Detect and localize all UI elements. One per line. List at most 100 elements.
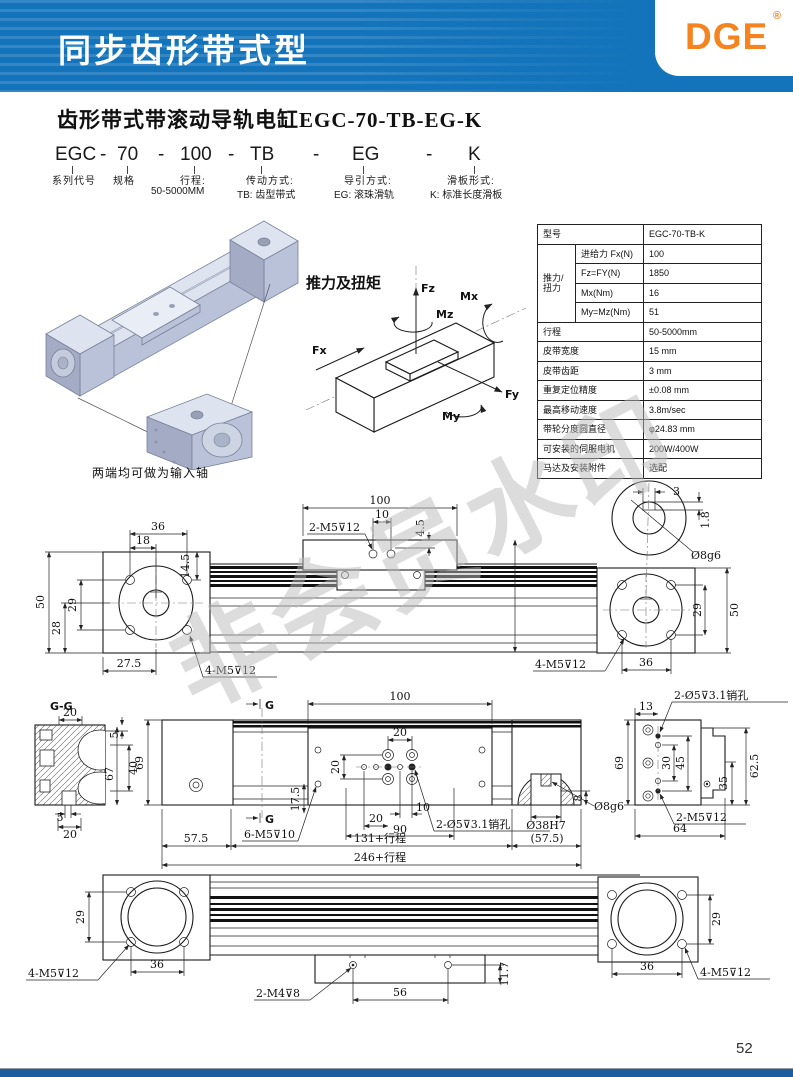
dim-246-stroke: 246+行程 bbox=[354, 851, 406, 864]
end-block-detail bbox=[145, 393, 254, 470]
carriage bbox=[302, 539, 458, 591]
dim-sec-20-top: 20 bbox=[63, 706, 77, 719]
shaft-detail bbox=[611, 480, 694, 597]
dim-4-5: 4.5 bbox=[414, 519, 427, 537]
dim-sec-20-bottom: 20 bbox=[63, 828, 77, 841]
dim-3: 3 bbox=[673, 485, 680, 498]
model-desc-title: 滑板形式: bbox=[447, 176, 495, 187]
dim-14-5: 14.5 bbox=[179, 554, 192, 579]
spec-label: 重复定位精度 bbox=[537, 380, 644, 401]
spec-sublabel: My=Mz(Nm) bbox=[575, 302, 644, 323]
model-desc-detail: TB: 齿型带式 bbox=[237, 190, 296, 201]
label-fy: Fy bbox=[505, 388, 519, 401]
dim-20-vert: 20 bbox=[329, 760, 342, 774]
render-caption: 两端均可做为输入轴 bbox=[92, 466, 210, 480]
label-4-m5-left: 4-M5⊽12 bbox=[205, 664, 256, 677]
dim-64: 64 bbox=[673, 822, 687, 835]
table-row: Fz=FY(N)1850 bbox=[538, 263, 762, 284]
registered-mark: ® bbox=[772, 10, 781, 22]
label-my: My bbox=[442, 410, 460, 423]
g-marker-bottom: G bbox=[265, 813, 274, 826]
dim-57-5: 57.5 bbox=[184, 832, 209, 845]
spec-value: 3.8m/sec bbox=[643, 399, 762, 420]
label-6-m5: 6-M5⊽10 bbox=[244, 828, 295, 841]
dim-29-right: 29 bbox=[710, 912, 723, 926]
spec-value: 50-5000mm bbox=[643, 321, 762, 342]
model-tick bbox=[194, 166, 195, 174]
label-2-m4: 2-M4⊽8 bbox=[256, 987, 300, 1000]
model-tick bbox=[127, 166, 128, 174]
dim-sec-40: 40 bbox=[127, 761, 140, 775]
label-fz: Fz bbox=[421, 282, 435, 295]
table-row: 推力/扭力进给力 Fx(N)100 bbox=[537, 243, 762, 323]
left-end-block bbox=[102, 551, 211, 654]
model-segment: TB bbox=[250, 144, 275, 165]
dim-56: 56 bbox=[393, 986, 407, 999]
spec-value: 51 bbox=[643, 302, 762, 323]
rail-body bbox=[210, 874, 640, 956]
model-dash: - bbox=[228, 144, 235, 165]
dim-45: 45 bbox=[674, 756, 687, 770]
front-elevation-drawing: 100 10 2-M5⊽12 4.5 36 18 14.5 50 bbox=[34, 480, 741, 678]
page-number: 52 bbox=[736, 1040, 753, 1057]
spec-label: 带轮分度圆直径 bbox=[537, 419, 644, 440]
dim-62-5: 62.5 bbox=[748, 754, 761, 779]
dim-30: 30 bbox=[660, 756, 673, 770]
pulley-section bbox=[511, 719, 582, 806]
model-desc-title: 导引方式: bbox=[344, 176, 392, 187]
extrusion-section: 20 5 40 67 5 20 bbox=[34, 706, 140, 841]
section-title: G-G bbox=[50, 700, 73, 713]
spec-label: 型号 bbox=[537, 224, 644, 245]
dim-35: 35 bbox=[717, 776, 730, 790]
dim-17-5: 17.5 bbox=[289, 787, 302, 812]
model-desc-title: 行程: bbox=[180, 176, 206, 187]
model-desc-title: 规格 bbox=[113, 176, 135, 187]
model-tick bbox=[474, 166, 475, 174]
dim-18: 18 bbox=[136, 534, 150, 547]
model-desc-title: 系列代号 bbox=[52, 176, 96, 187]
model-desc-detail: EG: 滚珠滑轨 bbox=[334, 190, 395, 201]
dim-shaft: Ø8g6 bbox=[691, 549, 721, 562]
spec-value: 16 bbox=[643, 282, 762, 303]
dim-36-right: 36 bbox=[640, 960, 654, 973]
spec-label: 可安装的伺服电机 bbox=[537, 438, 644, 459]
dimensions: 29 36 4-M5⊽12 2-M4⊽8 56 11.7 29 36 4-M5⊽… bbox=[26, 891, 770, 1004]
dim-10: 10 bbox=[416, 801, 430, 814]
spec-label: 皮带宽度 bbox=[537, 341, 644, 362]
dim-1-8: 1.8 bbox=[699, 511, 712, 529]
model-desc-detail: K: 标准长度滑板 bbox=[430, 190, 503, 201]
spec-sublabel: Mx(Nm) bbox=[575, 282, 644, 303]
right-end-block bbox=[596, 567, 696, 654]
dim-sec-5-bottom: 5 bbox=[57, 811, 64, 824]
dimensions: 69 100 20 20 10 20 90 17.5 6-M5⊽10 bbox=[133, 688, 788, 869]
model-segment: 100 bbox=[180, 144, 212, 165]
force-diagram: Fz Mz Mx Fx Fy My bbox=[305, 266, 527, 433]
dim-20-b: 20 bbox=[369, 812, 383, 825]
g-marker-top: G bbox=[265, 699, 274, 712]
dim-100: 100 bbox=[370, 494, 391, 507]
spec-sublabel: Fz=FY(N) bbox=[575, 263, 644, 284]
spec-value: φ24.83 mm bbox=[643, 419, 762, 440]
label-mx: Mx bbox=[460, 290, 478, 303]
dim-13: 13 bbox=[639, 700, 653, 713]
header-banner: 同步齿形带式型 DGE ® bbox=[0, 0, 793, 92]
spec-value: 15 mm bbox=[643, 341, 762, 362]
brand-logo-text: DGE bbox=[685, 16, 769, 57]
dim-28: 28 bbox=[50, 621, 63, 635]
dim-57-5-paren: (57.5) bbox=[530, 832, 563, 845]
page-title: 同步齿形带式型 bbox=[58, 32, 310, 69]
label-4-m5-right: 4-M5⊽12 bbox=[535, 658, 586, 671]
spec-sublabel: 进给力 Fx(N) bbox=[575, 243, 644, 264]
brand-logo: DGE ® bbox=[655, 0, 793, 76]
dim-131-stroke: 131+行程 bbox=[354, 832, 406, 845]
spec-label: 皮带齿距 bbox=[537, 360, 644, 381]
plan-section-drawing: G-G 20 5 40 67 bbox=[34, 688, 788, 869]
label-4-m5-left: 4-M5⊽12 bbox=[28, 967, 79, 980]
label-4-m5-right: 4-M5⊽12 bbox=[700, 966, 751, 979]
force-diagram-title: 推力及扭矩 bbox=[306, 275, 382, 292]
